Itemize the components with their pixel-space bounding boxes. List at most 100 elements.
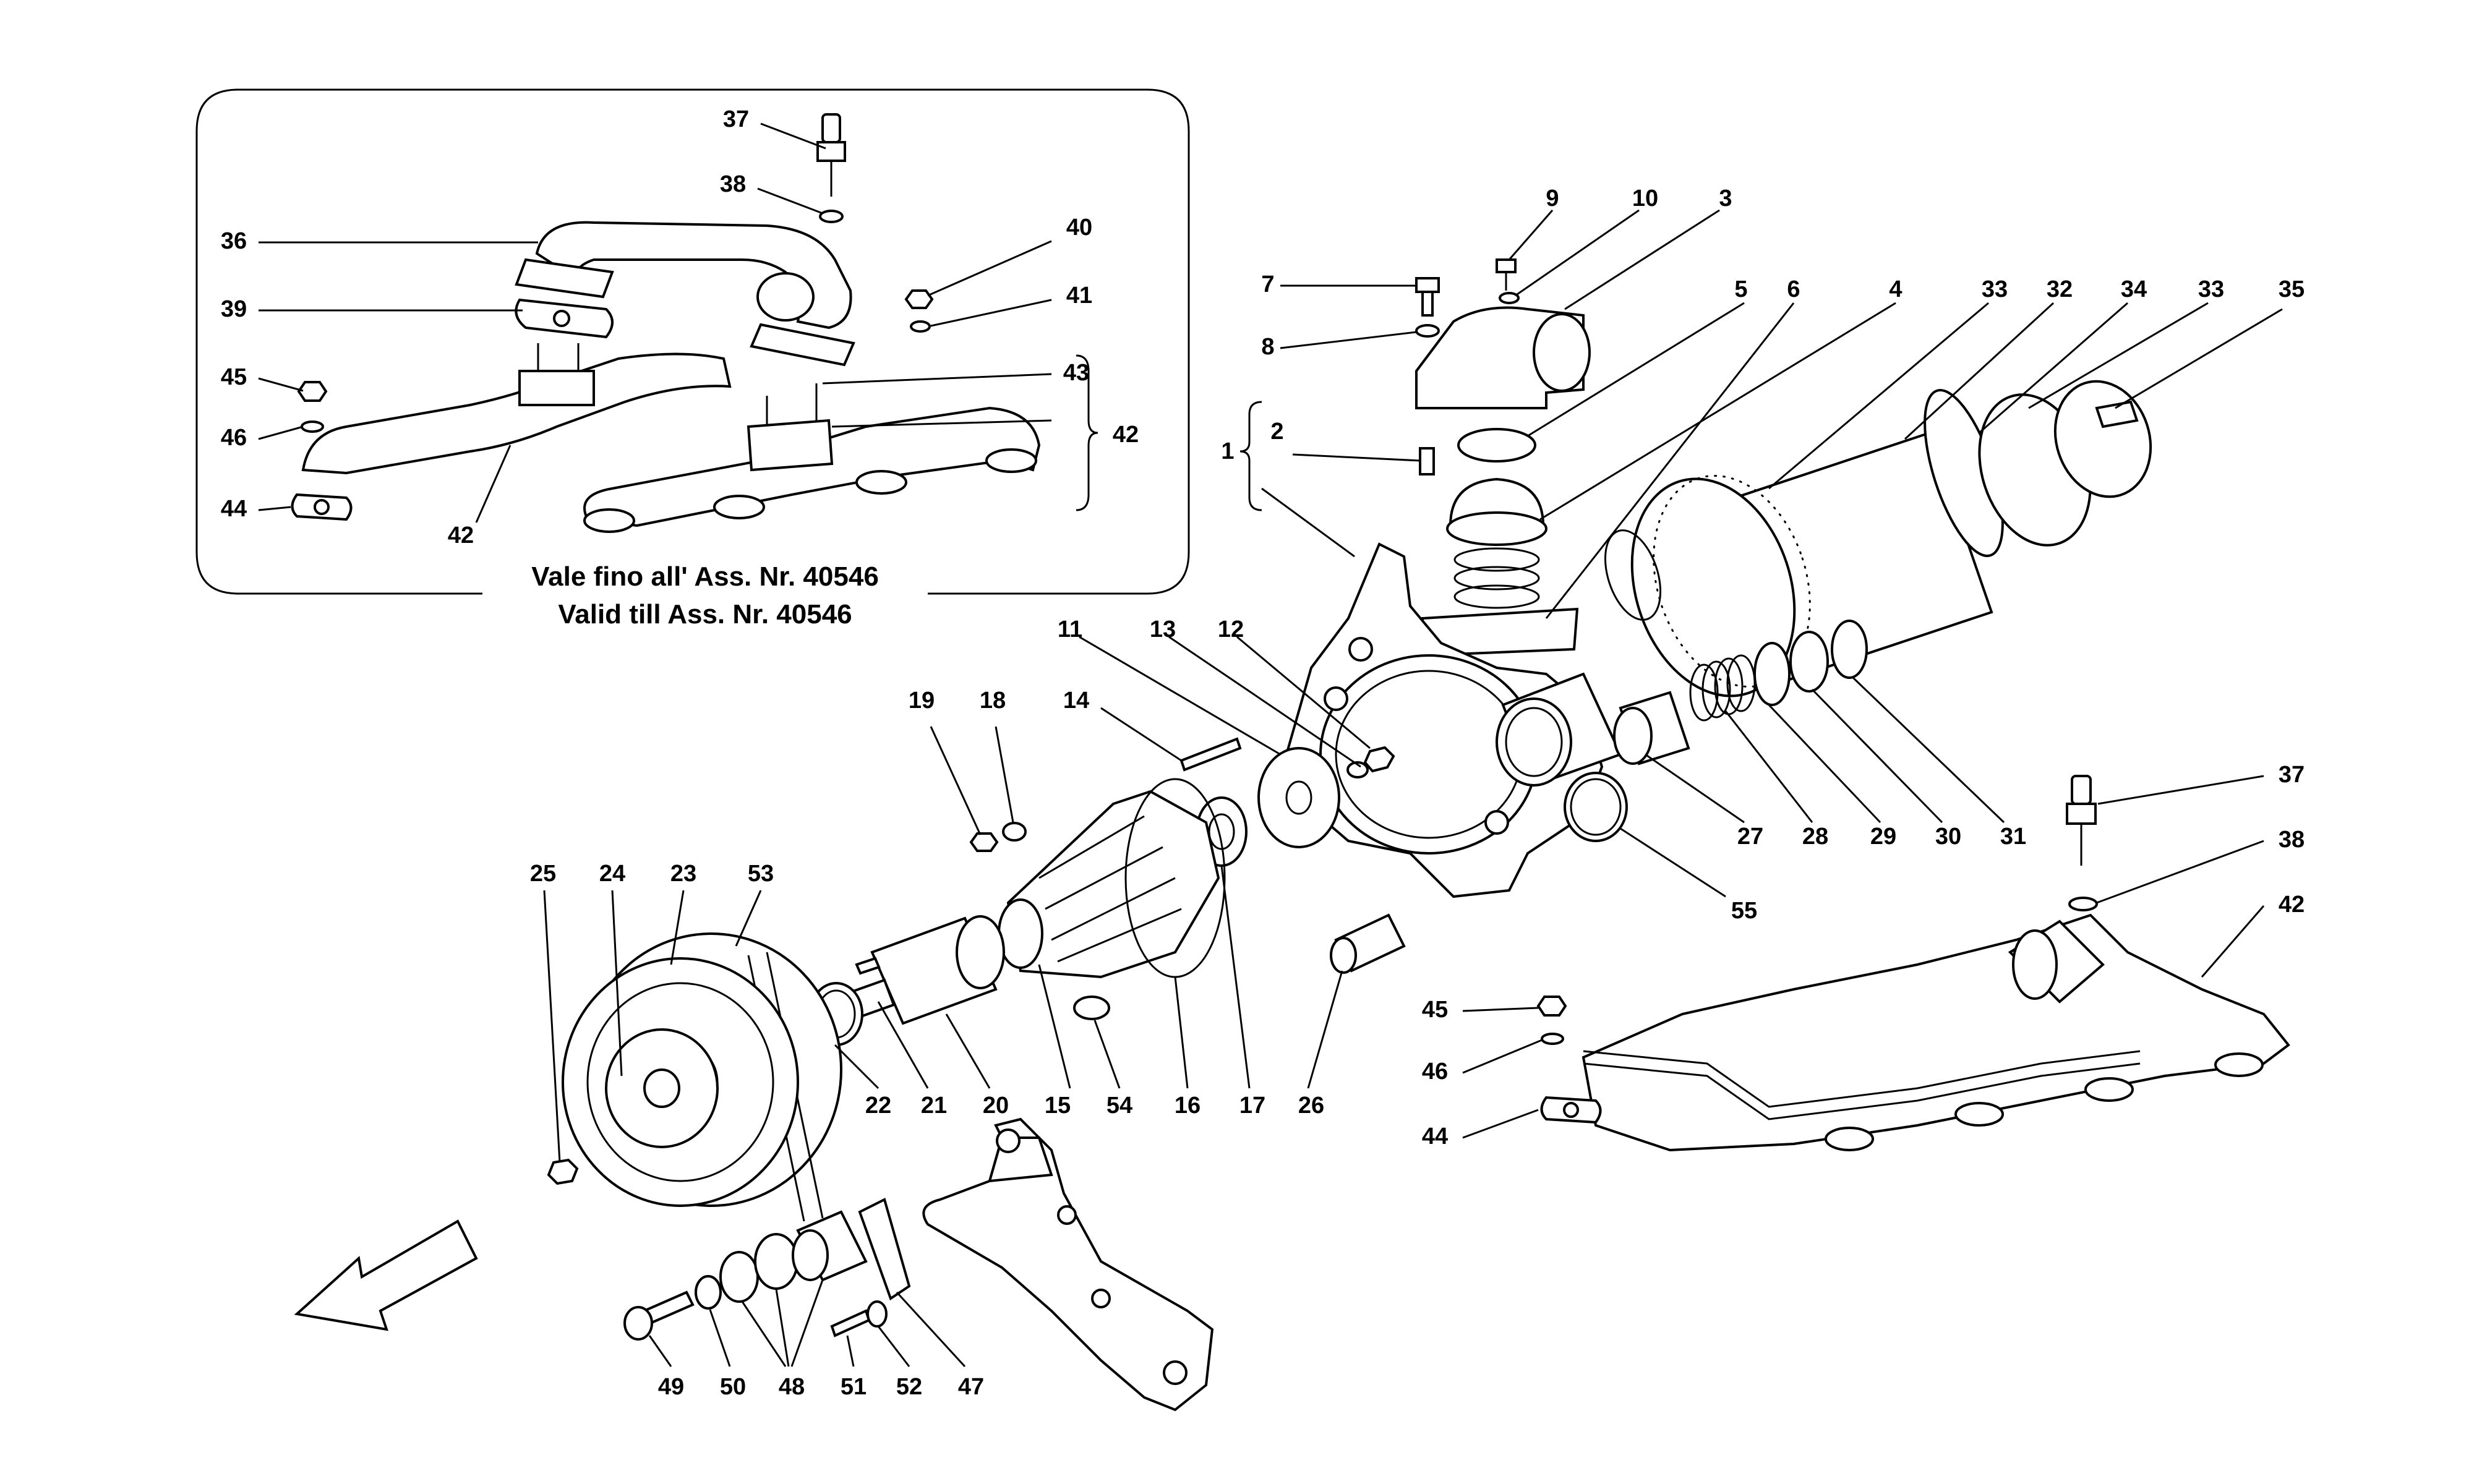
nut-19	[969, 832, 999, 852]
label-45: 45	[1422, 997, 1448, 1023]
pump-housing-15	[1006, 790, 1220, 979]
label-29: 29	[1870, 824, 1896, 850]
front-direction-arrow-icon	[294, 1219, 478, 1331]
label-28: 28	[1802, 824, 1828, 850]
washer-10	[1499, 292, 1520, 304]
manifold-42	[1582, 913, 2290, 1152]
label-11: 11	[1058, 616, 1082, 642]
label-37-inset: 37	[723, 106, 749, 132]
washer-38	[2068, 897, 2098, 911]
inset-port-4	[985, 448, 1037, 473]
bearing-48a	[719, 1251, 759, 1303]
manifold-port-3	[2084, 1077, 2134, 1102]
label-26: 26	[1298, 1093, 1324, 1119]
manifold-rail	[1583, 1050, 2141, 1108]
washer-8	[1415, 324, 1440, 338]
stud-14	[1179, 737, 1242, 772]
inset-washer-38	[819, 210, 844, 223]
label-20: 20	[983, 1093, 1009, 1119]
plate-47	[858, 1198, 911, 1301]
tensioner-bracket	[922, 1117, 1214, 1412]
label-1: 1	[1221, 438, 1234, 464]
inset-temperature-sensor	[816, 113, 846, 197]
label-25: 25	[530, 861, 556, 887]
label-10: 10	[1632, 186, 1658, 211]
label-27: 27	[1737, 824, 1763, 850]
nut-45	[1536, 996, 1567, 1017]
label-42-inset-left: 42	[448, 522, 474, 548]
impeller-group	[809, 737, 1395, 1046]
label-49: 49	[658, 1374, 684, 1400]
inset-flange-41	[750, 323, 855, 367]
inset-panel: Vale fino all' Ass. Nr. 40546 Valid till…	[195, 88, 1190, 629]
label-9: 9	[1546, 186, 1559, 211]
label-47: 47	[958, 1374, 984, 1400]
ring-29	[1753, 642, 1791, 706]
label-32: 32	[2047, 276, 2073, 302]
label-24: 24	[599, 861, 625, 887]
label-39-inset: 39	[221, 296, 247, 322]
label-15: 15	[1045, 1093, 1071, 1119]
label-13: 13	[1150, 616, 1176, 642]
label-41-inset: 41	[1066, 283, 1092, 309]
seat-30	[1789, 631, 1829, 693]
pump-body-group	[1285, 542, 1628, 974]
label-45-inset: 45	[221, 364, 247, 390]
label-42: 42	[2279, 892, 2305, 918]
label-21: 21	[921, 1093, 947, 1119]
screw-9	[1496, 258, 1517, 273]
inset-washer-41	[910, 320, 931, 333]
washer-13	[1346, 761, 1369, 778]
inset-nut-40	[904, 289, 934, 309]
inset-manifold-42-left	[301, 352, 732, 475]
inset-manifold-42-right	[583, 406, 1041, 527]
label-53: 53	[748, 861, 774, 887]
label-38-inset: 38	[720, 171, 746, 197]
o-ring-5	[1457, 428, 1536, 463]
inset-port-2	[713, 495, 765, 519]
bolt-51	[830, 1309, 871, 1337]
label-46: 46	[1422, 1059, 1448, 1085]
label-54: 54	[1106, 1093, 1132, 1119]
label-23: 23	[670, 861, 696, 887]
label-31: 31	[2000, 824, 2026, 850]
label-12: 12	[1218, 616, 1244, 642]
screw-7	[1415, 277, 1440, 293]
label-6: 6	[1787, 276, 1800, 302]
stud-2	[1419, 447, 1435, 475]
label-22: 22	[865, 1093, 891, 1119]
label-4: 4	[1889, 276, 1902, 302]
label-36-inset: 36	[221, 228, 247, 254]
nut-12	[1363, 746, 1395, 773]
label-35: 35	[2279, 276, 2305, 302]
label-42-inset-right: 42	[1113, 422, 1139, 448]
label-14: 14	[1063, 688, 1089, 714]
inset-manifold-42-right-flange	[747, 419, 834, 472]
right-manifold-group	[1536, 775, 2290, 1152]
nut-25	[547, 1158, 579, 1185]
inset-pipe-36	[535, 221, 852, 330]
label-51: 51	[841, 1374, 867, 1400]
label-16: 16	[1175, 1093, 1201, 1119]
label-7: 7	[1261, 271, 1274, 297]
clamp-35	[2095, 400, 2139, 429]
valve-parts	[1613, 620, 1868, 765]
thermostat-group	[1415, 258, 1591, 657]
label-3: 3	[1719, 186, 1732, 211]
label-44-inset: 44	[221, 496, 247, 522]
washer-52	[867, 1300, 888, 1328]
leader-lines	[258, 122, 2283, 1368]
manifold-port-4	[2214, 1052, 2264, 1077]
label-34: 34	[2121, 276, 2147, 302]
bearing-48b	[754, 1233, 798, 1290]
washer-18	[1002, 822, 1027, 842]
pulley-group	[547, 932, 1214, 1412]
inset-washer-46	[301, 420, 324, 433]
inset-caption-line1: Vale fino all' Ass. Nr. 40546	[531, 561, 879, 592]
label-37: 37	[2279, 762, 2305, 788]
label-2: 2	[1270, 419, 1283, 445]
manifold-port-1	[1825, 1127, 1874, 1151]
inset-caption-line2: Valid till Ass. Nr. 40546	[558, 599, 852, 629]
inset-nut-45	[297, 381, 328, 402]
label-19: 19	[909, 688, 935, 714]
